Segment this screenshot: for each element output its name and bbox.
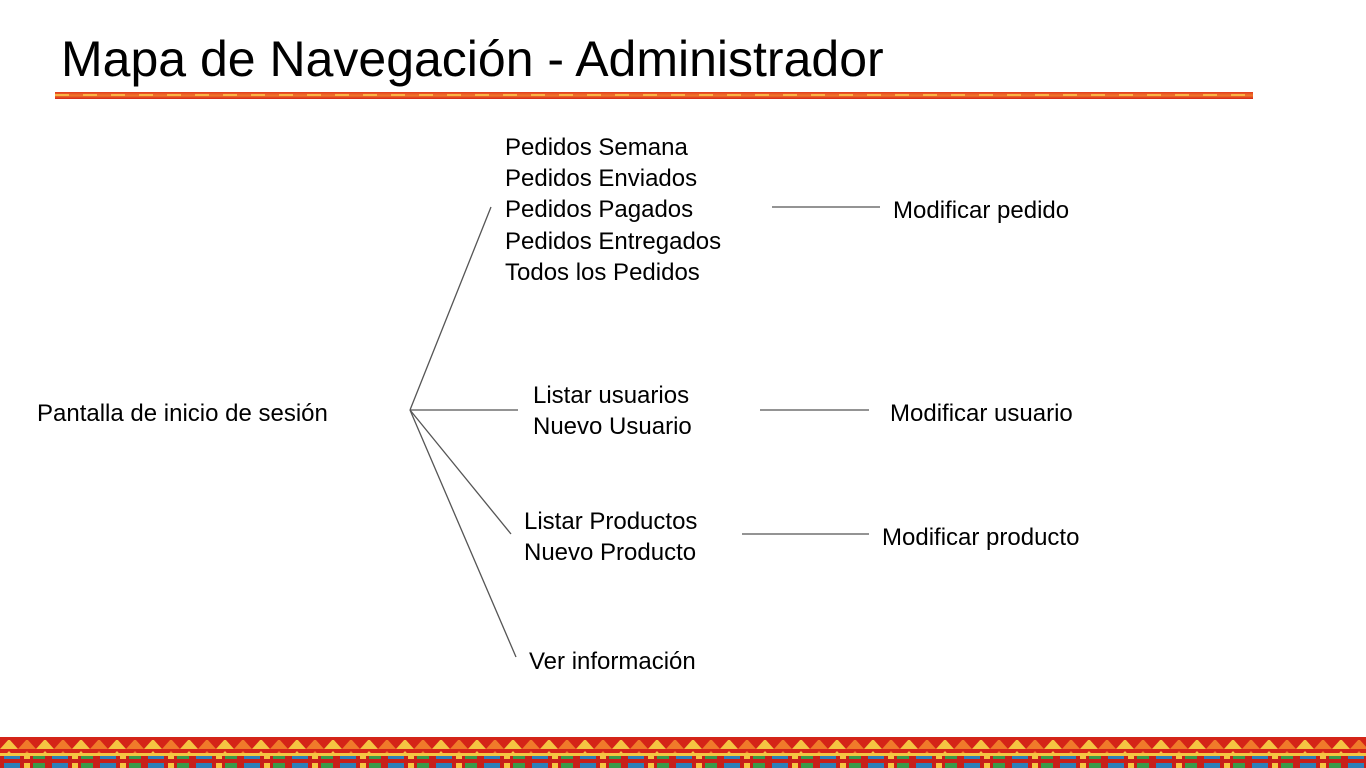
menu-item-pedidos-enviados[interactable]: Pedidos Enviados xyxy=(505,165,698,193)
menu-item-nuevo-usuario[interactable]: Nuevo Usuario xyxy=(533,413,692,441)
modificar-usuario-node: Modificar usuario xyxy=(890,400,1073,427)
menu-item-nuevo-producto[interactable]: Nuevo Producto xyxy=(524,539,697,567)
menu-item-listar-usuarios[interactable]: Listar usuarios xyxy=(533,382,690,409)
footer-decorative-band xyxy=(0,737,1366,768)
modificar-pedido-node: Modificar pedido xyxy=(893,197,1070,224)
menu-item-listar-productos[interactable]: Listar Productos xyxy=(524,508,698,535)
connector-root-to-productos xyxy=(409,409,512,535)
modificar-producto-node: Modificar producto xyxy=(882,524,1080,551)
connector-root-to-pedidos xyxy=(409,206,492,411)
menu-item-pedidos-pagados[interactable]: Pedidos Pagados xyxy=(505,196,694,224)
menu-item-pedidos-semana[interactable]: Pedidos Semana xyxy=(505,134,688,161)
slide-title: Mapa de Navegación - Administrador xyxy=(61,31,884,87)
usuarios-menu-group: Listar usuarios Nuevo Usuario xyxy=(533,380,692,442)
root-node-label: Pantalla de inicio de sesión xyxy=(37,400,328,427)
info-menu-group: Ver información xyxy=(529,646,696,677)
connector-root-to-info xyxy=(409,409,517,658)
menu-item-todos-los-pedidos[interactable]: Todos los Pedidos xyxy=(505,258,700,286)
productos-menu-group: Listar Productos Nuevo Producto xyxy=(524,506,697,568)
menu-item-ver-informacion[interactable]: Ver información xyxy=(529,648,696,675)
pedidos-menu-group: Pedidos Semana Pedidos Enviados Pedidos … xyxy=(505,132,721,288)
title-underline-decoration xyxy=(55,92,1253,99)
menu-item-pedidos-entregados[interactable]: Pedidos Entregados xyxy=(505,227,722,255)
footer-pattern xyxy=(0,737,1366,768)
